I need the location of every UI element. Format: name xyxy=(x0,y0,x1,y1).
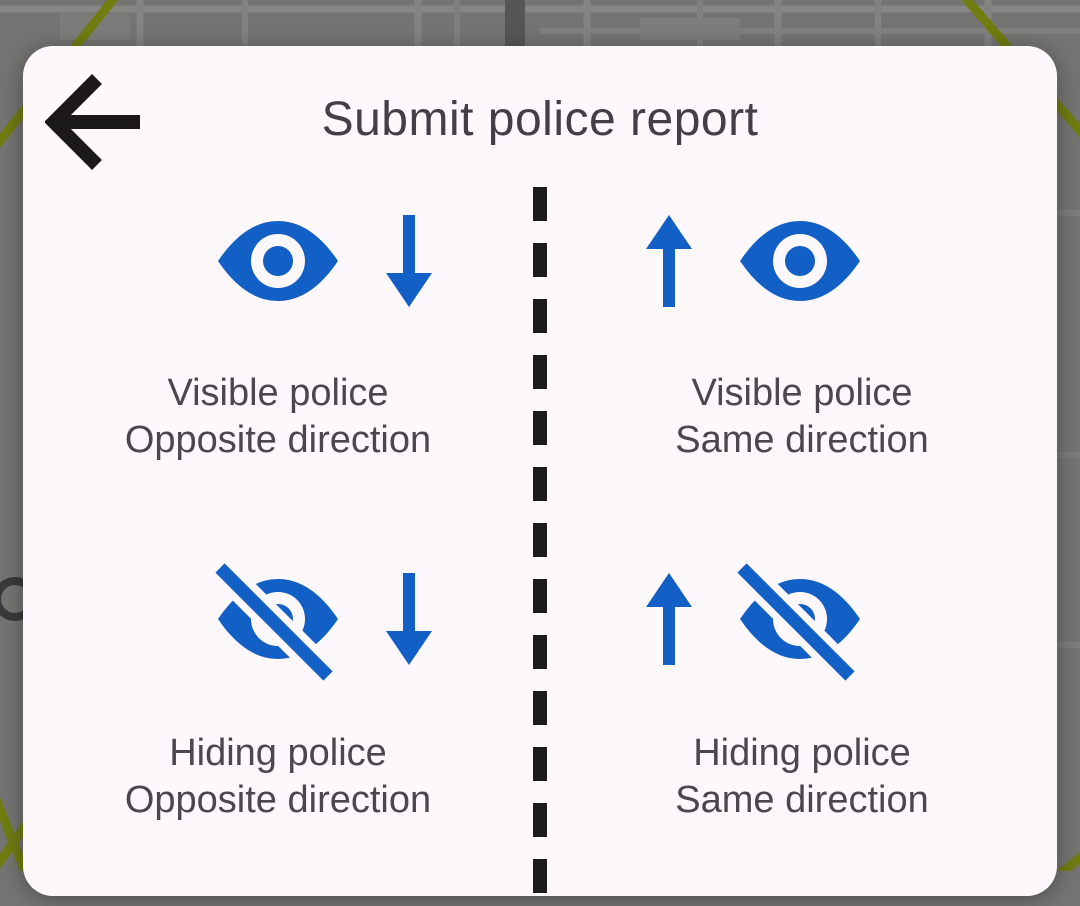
option-label-line2: Opposite direction xyxy=(124,419,432,461)
option-label-line1: Visible police xyxy=(691,372,913,414)
arrow-back-icon xyxy=(44,74,150,175)
option-label: Hiding police Opposite direction xyxy=(23,730,533,824)
eye-hidden-icon xyxy=(210,558,339,686)
option-hiding-police-same-direction[interactable]: Hiding police Same direction xyxy=(547,536,1057,904)
option-label-line1: Visible police xyxy=(167,372,389,414)
option-visible-police-same-direction[interactable]: Visible police Same direction xyxy=(547,185,1057,536)
option-label: Visible police Same direction xyxy=(547,370,1057,464)
option-label-line2: Same direction xyxy=(675,419,929,461)
eye-visible-icon xyxy=(217,217,339,305)
dashed-road-divider xyxy=(533,187,547,906)
option-hiding-police-opposite-direction[interactable]: Hiding police Opposite direction xyxy=(23,536,533,904)
option-label: Hiding police Same direction xyxy=(547,730,1057,824)
arrow-down-icon xyxy=(386,573,432,665)
submit-police-report-dialog: Submit police report Visible police Oppo… xyxy=(23,46,1057,906)
option-label-line1: Hiding police xyxy=(693,732,911,774)
option-visible-police-opposite-direction[interactable]: Visible police Opposite direction xyxy=(23,185,533,536)
option-label-line2: Opposite direction xyxy=(124,779,432,821)
arrow-up-icon xyxy=(646,215,692,307)
eye-hidden-icon xyxy=(732,558,861,686)
arrow-up-icon xyxy=(646,573,692,665)
option-label-line1: Hiding police xyxy=(169,732,387,774)
eye-visible-icon xyxy=(739,217,861,305)
back-button[interactable] xyxy=(44,72,150,175)
option-label: Visible police Opposite direction xyxy=(23,370,533,464)
arrow-down-icon xyxy=(386,215,432,307)
page-title: Submit police report xyxy=(321,93,759,146)
option-label-line2: Same direction xyxy=(675,779,929,821)
